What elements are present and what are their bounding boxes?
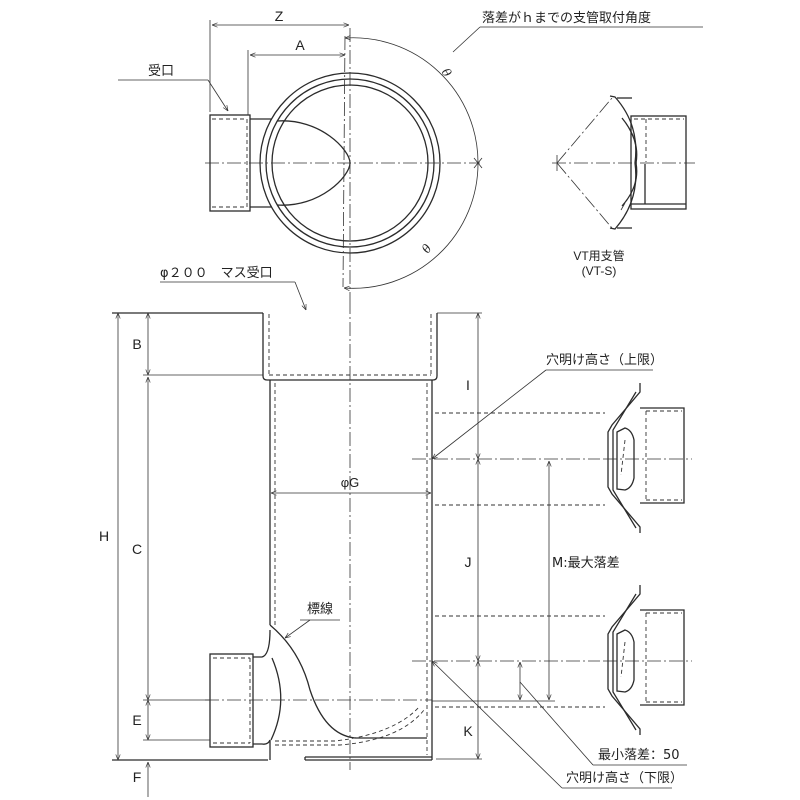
dim-c-label: C — [132, 541, 142, 557]
branch-fitting-upper — [603, 383, 692, 533]
marker-line-label: 標線 — [307, 601, 333, 617]
dim-g-label: φG — [341, 475, 360, 490]
dim-i-label: I — [466, 377, 470, 393]
vt-branch-body — [630, 115, 687, 210]
top-view: Z A 受口 θ θ 落差がｈまでの支管取付角度 — [118, 8, 703, 300]
marker-line-curve — [269, 624, 427, 739]
theta-lower-label: θ — [419, 241, 435, 256]
vt-branch-title: VT用支管 — [573, 248, 624, 263]
dim-f-label: F — [133, 769, 142, 785]
dim-a-label: A — [295, 37, 305, 53]
inlet-label: φ２００ マス受口 — [160, 266, 273, 281]
angle-note: 落差がｈまでの支管取付角度 — [482, 10, 651, 26]
branch-fitting-lower — [603, 585, 692, 735]
hole-lower-label: 穴明け高さ（下限） — [566, 770, 683, 786]
dim-m-label: M:最大落差 — [552, 556, 620, 571]
theta-lower-arc — [344, 162, 479, 288]
vt-branch-detail: VT用支管 (VT-S) — [552, 95, 695, 278]
dim-j-label: J — [465, 554, 472, 570]
dim-e-label: E — [132, 712, 141, 728]
socket-label: 受口 — [148, 64, 174, 79]
hole-upper-label: 穴明け高さ（上限） — [546, 352, 663, 368]
dim-b-label: B — [132, 336, 141, 352]
theta-upper-label: θ — [439, 66, 455, 81]
dim-z-label: Z — [275, 8, 284, 24]
dim-k-label: K — [463, 723, 473, 739]
side-socket — [209, 653, 254, 748]
front-view: φ２００ マス受口 標線 — [99, 266, 692, 797]
vt-branch-code: (VT-S) — [582, 264, 617, 278]
min-drop-label: 最小落差：50 — [598, 748, 680, 763]
theta-upper-arc — [345, 38, 479, 164]
dim-h-label: H — [99, 528, 109, 544]
